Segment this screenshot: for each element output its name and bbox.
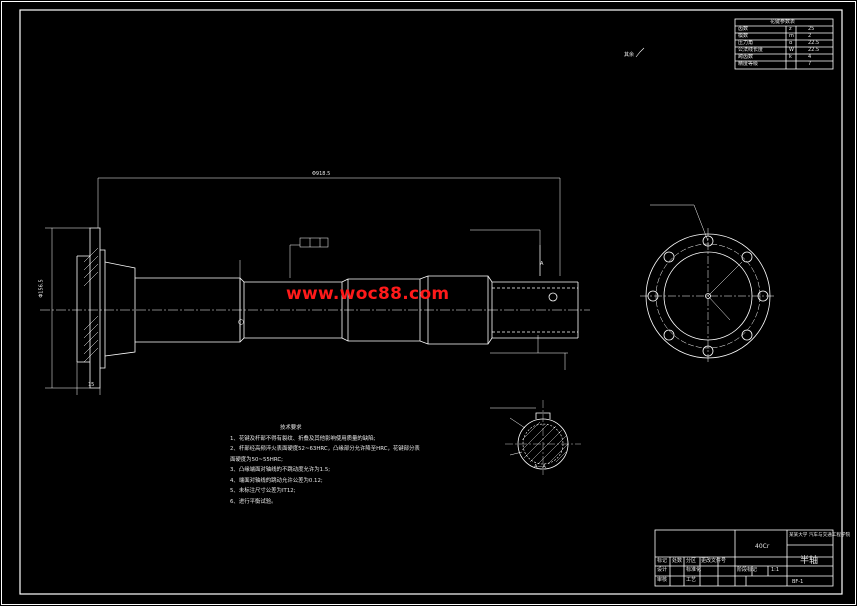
param-row-4-sym: k xyxy=(789,54,792,60)
tech-item-5: 5、未标注尺寸公差为IT12; xyxy=(230,488,296,494)
title-label-design: 设计 xyxy=(657,567,668,573)
title-label-process: 工艺 xyxy=(686,577,697,583)
param-row-1-name: 模数 xyxy=(738,33,749,39)
param-row-4-val: 4 xyxy=(808,54,812,60)
tech-item-4: 4、端面对轴线的跳动允许公差为0.12; xyxy=(230,477,323,484)
title-label-stage: 阶段标记 xyxy=(737,567,758,573)
tech-item-6: 6、进行平衡试验。 xyxy=(230,498,277,505)
param-row-1-sym: m xyxy=(789,33,794,39)
dimension-overall: Φ918.5 xyxy=(312,171,331,177)
title-school: 某某大学 汽车与交通工程学院 xyxy=(789,533,851,538)
parameter-table xyxy=(734,18,834,70)
technical-requirements: 技术要求 1、花键及杆部不得有裂纹、折叠及其他影响使用质量的缺陷; 2、杆部经高… xyxy=(230,423,420,507)
title-part-name: 半轴 xyxy=(800,556,819,566)
param-row-5-val: 7 xyxy=(808,61,812,67)
tech-item-2b: 面硬度为50~55HRC; xyxy=(230,456,283,463)
title-label-std: 标准化 xyxy=(686,567,702,573)
param-row-3-name: 公法线长度 xyxy=(738,47,764,53)
roughness-note: 其余 xyxy=(624,52,635,58)
param-row-0-sym: z xyxy=(789,26,792,32)
param-row-3-val: 22.5 xyxy=(808,47,820,53)
title-label-qty: 处数 xyxy=(672,558,683,564)
title-block xyxy=(654,529,834,587)
shaft-front-view xyxy=(40,177,590,395)
title-scale: 1:1 xyxy=(771,567,780,573)
tech-title: 技术要求 xyxy=(280,425,302,431)
dimension-flange-diameter: Φ156.5 xyxy=(38,279,45,298)
roughness-symbol xyxy=(635,47,645,58)
inner-border xyxy=(19,9,843,595)
title-label-zone: 分区 xyxy=(686,558,697,564)
param-row-0-val: 25 xyxy=(808,26,815,32)
title-label-mark: 标记 xyxy=(657,558,668,564)
title-drawing-no: BF-1 xyxy=(792,579,804,585)
param-row-5-name: 精度等级 xyxy=(738,61,759,67)
section-a-a xyxy=(490,400,581,475)
param-table-title: 花键参数表 xyxy=(770,19,796,25)
tech-item-2: 2、杆部经高频淬火表面硬度52~63HRC，凸缘部分允许降至HRC，花键部分表 xyxy=(230,446,420,452)
param-row-1-val: 2 xyxy=(808,33,812,39)
tech-item-3: 3、凸缘端面对轴线的不跳动度允许为1.5; xyxy=(230,467,331,473)
title-material: 40Cr xyxy=(755,543,770,550)
param-row-0-name: 齿数 xyxy=(738,26,749,32)
param-row-2-val: 22.5 xyxy=(808,40,820,46)
section-label: A—A xyxy=(534,464,546,470)
watermark-text: www.woc88.com xyxy=(286,284,450,304)
param-row-4-name: 跨齿数 xyxy=(738,54,754,60)
param-row-2-name: 压力角 xyxy=(738,40,754,46)
title-label-review: 审核 xyxy=(657,577,668,583)
tech-item-1: 1、花键及杆部不得有裂纹、折叠及其他影响使用质量的缺陷; xyxy=(230,435,376,442)
section-marker-a: A xyxy=(540,261,544,267)
dimension-flange-width: 15 xyxy=(88,382,95,388)
param-row-2-sym: α xyxy=(789,40,793,46)
flange-end-view xyxy=(640,204,776,364)
param-row-3-sym: W xyxy=(789,47,794,53)
title-label-file: 更改文件号 xyxy=(701,558,727,564)
